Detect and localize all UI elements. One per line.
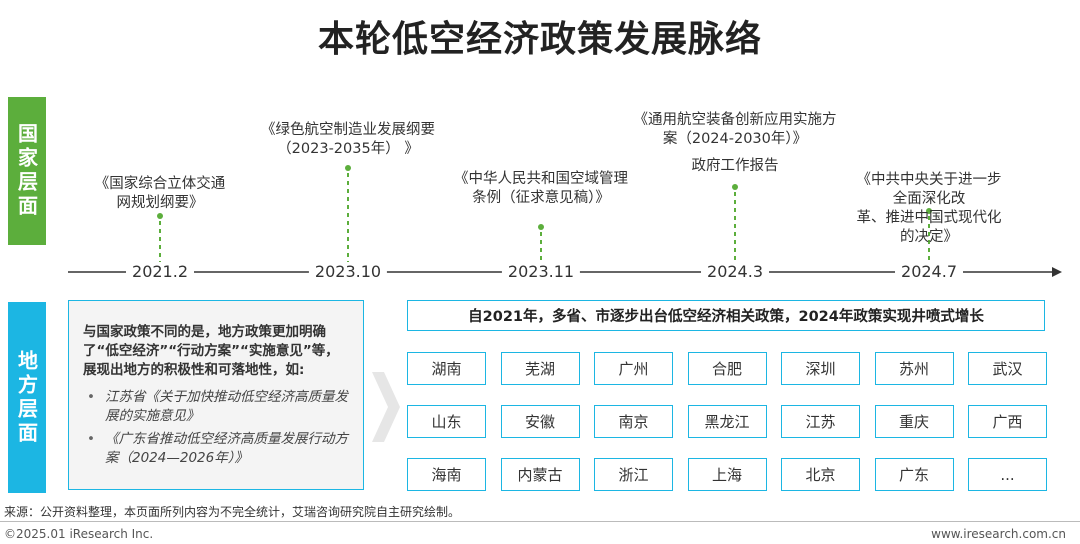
region-cell: ... [968, 458, 1047, 491]
region-cell: 广西 [968, 405, 1047, 438]
region-cell: 山东 [407, 405, 486, 438]
local-policy-item: 《广东省推动低空经济高质量发展行动方案（2024—2026年）》 [83, 430, 351, 468]
region-cell: 南京 [594, 405, 673, 438]
local-policy-panel: 与国家政策不同的是，地方政策更加明确了“低空经济”“行动方案”“实施意见”等，展… [68, 300, 364, 490]
region-cell: 浙江 [594, 458, 673, 491]
timeline-dot [538, 224, 544, 230]
copyright: ©2025.01 iResearch Inc. [4, 527, 154, 541]
policy-line: 《中共中央关于进一步全面深化改 [856, 172, 1002, 207]
region-cell: 芜湖 [500, 352, 580, 385]
national-level-label: 国家层面 [8, 97, 46, 245]
policy-line: 《中华人民共和国空域管理 [454, 171, 628, 187]
region-cell: 重庆 [874, 405, 954, 438]
region-cell: 湖南 [407, 352, 486, 385]
timeline-dot [926, 208, 932, 214]
chevron-right-icon [372, 372, 400, 442]
timeline-year: 2023.10 [308, 262, 388, 281]
timeline-dot [157, 213, 163, 219]
timeline-policy: 《中共中央关于进一步全面深化改革、推进中国式现代化的决定》 [854, 171, 1005, 247]
region-cell: 海南 [407, 458, 486, 491]
timeline-policy: 《国家综合立体交通网规划纲要》 [95, 175, 226, 213]
region-cell: 广州 [594, 352, 673, 385]
region-cell: 安徽 [500, 405, 580, 438]
local-policy-item: 江苏省《关于加快推动低空经济高质量发展的实施意见》 [83, 388, 351, 426]
timeline-year: 2024.3 [701, 262, 769, 281]
region-cell: 北京 [781, 458, 860, 491]
timeline-policy: 《绿色航空制造业发展纲要 （2023-2035年） 》 [261, 121, 435, 159]
region-cell: 武汉 [968, 352, 1047, 385]
timeline-arrow [1052, 267, 1062, 277]
timeline [68, 165, 1062, 277]
region-cell: 上海 [687, 458, 767, 491]
local-policy-banner: 自2021年，多省、市逐步出台低空经济相关政策，2024年政策实现井喷式增长 [407, 300, 1045, 331]
timeline-connectors [157, 165, 932, 262]
timeline-policy: 《中华人民共和国空域管理条例（征求意见稿）》 [454, 170, 628, 208]
policy-line: 《绿色航空制造业发展纲要 [261, 122, 435, 138]
timeline-dot [345, 165, 351, 171]
page-title: 本轮低空经济政策发展脉络 [317, 19, 762, 60]
policy-line: 革、推进中国式现代化的决定》 [856, 210, 1002, 245]
region-cell: 深圳 [781, 352, 860, 385]
local-level-label: 地方层面 [8, 302, 46, 493]
timeline-policy: 《通用航空装备创新应用实施方案（2024-2030年）》政府工作报告 [634, 111, 837, 176]
local-policy-intro: 与国家政策不同的是，地方政策更加明确了“低空经济”“行动方案”“实施意见”等，展… [83, 324, 339, 378]
region-cell: 内蒙古 [500, 458, 580, 491]
policy-line: 《国家综合立体交通 [94, 176, 226, 192]
region-cell: 合肥 [687, 352, 767, 385]
policy-line: （2023-2035年） 》 [277, 141, 419, 157]
website: www.iresearch.com.cn [931, 527, 1066, 541]
footer-divider [0, 521, 1080, 522]
policy-line: 《通用航空装备创新应用实施方 [633, 112, 837, 128]
region-cell: 黑龙江 [687, 405, 767, 438]
policy-line [634, 149, 837, 157]
policy-line: 条例（征求意见稿）》 [472, 190, 610, 206]
timeline-year: 2023.11 [501, 262, 581, 281]
region-cell: 江苏 [781, 405, 860, 438]
timeline-year: 2021.2 [126, 262, 194, 281]
timeline-year: 2024.7 [895, 262, 963, 281]
policy-line: 案（2024-2030年）》 [662, 131, 808, 147]
policy-line: 政府工作报告 [691, 158, 779, 174]
region-cell: 广东 [874, 458, 954, 491]
region-cell: 苏州 [874, 352, 954, 385]
timeline-dot [732, 184, 738, 190]
source-note: 来源：公开资料整理，本页面所列内容为不完全统计，艾瑞咨询研究院自主研究绘制。 [4, 505, 461, 519]
policy-line: 网规划纲要》 [116, 195, 204, 211]
